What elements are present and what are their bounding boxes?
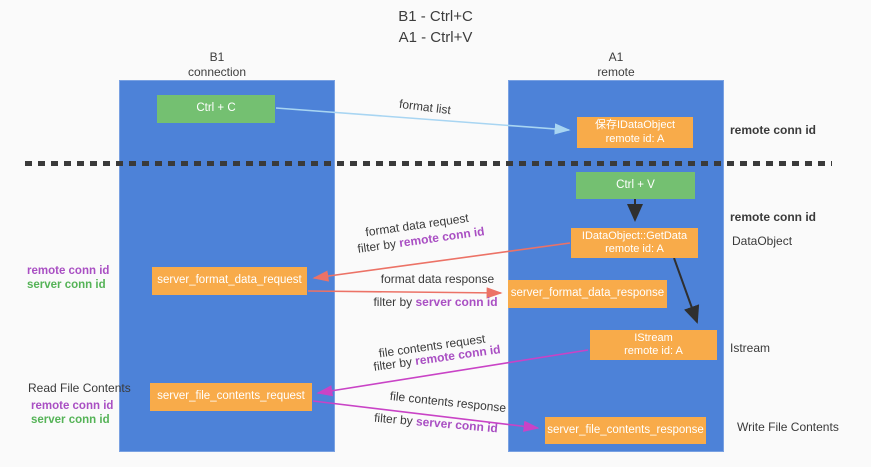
write-file-contents-label: Write File Contents: [737, 420, 839, 434]
lifeline-header-b1: B1 connection: [119, 50, 315, 80]
filter-by-text: filter by: [373, 295, 413, 309]
diagram-title: B1 - Ctrl+C A1 - Ctrl+V: [0, 6, 871, 48]
idataobject-getdata-line2: remote id: A: [605, 243, 664, 255]
read-file-contents-label: Read File Contents: [28, 381, 131, 395]
istream-node: IStream remote id: A: [590, 330, 717, 360]
ctrl-v-node: Ctrl + V: [576, 172, 695, 199]
server-conn-id-text: server conn id: [415, 414, 499, 436]
right-remote-conn-id-top: remote conn id: [730, 123, 817, 137]
save-idataobject-line1: 保存IDataObject: [594, 119, 676, 131]
server-file-contents-response-node: server_file_contents_response: [545, 417, 706, 444]
server-format-data-response-label: server_format_data_response: [510, 287, 665, 300]
left-conn-id-group-2: remote conn id server conn id: [31, 399, 113, 427]
idataobject-getdata-line1: IDataObject::GetData: [581, 229, 688, 242]
machine-boundary-divider: [25, 161, 832, 166]
title-line-1: B1 - Ctrl+C: [398, 8, 473, 25]
server-format-data-response-node: server_format_data_response: [508, 280, 667, 308]
idataobject-getdata-node: IDataObject::GetData remote id: A: [571, 228, 698, 258]
server-format-data-request-node: server_format_data_request: [152, 267, 307, 295]
left2-server-conn-id: server conn id: [31, 414, 110, 426]
ctrl-c-node: Ctrl + C: [157, 95, 275, 123]
ctrl-v-label: Ctrl + V: [616, 178, 655, 191]
arrow-format-data-response: [307, 287, 503, 299]
filter-by-text: filter by: [373, 410, 414, 428]
server-file-contents-request-label: server_file_contents_request: [157, 390, 305, 403]
lifeline-a1-role: remote: [597, 65, 635, 79]
lifeline-a1-name: A1: [608, 50, 624, 64]
edge-label-format-list: format list: [398, 96, 452, 118]
left2-remote-conn-id: remote conn id: [31, 400, 114, 412]
right-remote-conn-id-mid: remote conn id: [730, 210, 817, 224]
left-remote-conn-id: remote conn id: [27, 265, 110, 277]
server-format-data-request-label: server_format_data_request: [157, 274, 302, 287]
edge-label-filter-server-1: filter by server conn id: [348, 295, 523, 309]
istream-side-label: Istream: [730, 341, 771, 355]
server-conn-id-text: server conn id: [415, 295, 498, 309]
lifeline-b1-role: connection: [187, 65, 247, 79]
title-line-2: A1 - Ctrl+V: [398, 29, 473, 46]
server-file-contents-request-node: server_file_contents_request: [150, 383, 312, 411]
ctrl-c-label: Ctrl + C: [196, 102, 236, 115]
left-server-conn-id: server conn id: [27, 279, 106, 291]
left-conn-id-group-1: remote conn id server conn id: [27, 264, 109, 292]
lifeline-b1-name: B1: [209, 50, 225, 64]
save-idataobject-line2: remote id: A: [605, 132, 665, 145]
istream-line1: IStream: [634, 331, 673, 344]
istream-line2: remote id: A: [624, 345, 683, 357]
lifeline-header-a1: A1 remote: [508, 50, 724, 80]
dataobject-label: DataObject: [732, 234, 793, 248]
server-file-contents-response-label: server_file_contents_response: [547, 423, 704, 436]
save-idataobject-node: 保存IDataObject remote id: A: [577, 117, 693, 148]
edge-label-format-data-response: format data response: [380, 272, 495, 286]
